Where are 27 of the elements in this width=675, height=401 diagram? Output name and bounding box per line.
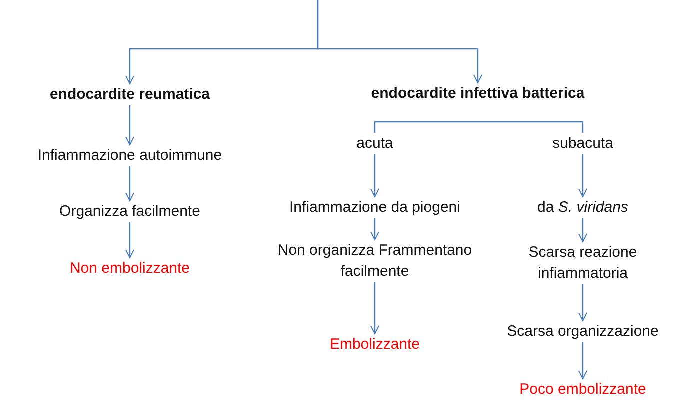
arrow <box>370 218 380 240</box>
step-text: Non organizza Frammentano facilmente <box>276 241 474 282</box>
connector-line <box>478 121 584 133</box>
arrow <box>317 0 482 84</box>
outcome-text: Poco embolizzante <box>520 380 646 400</box>
step-text: Infiammazione da piogeni <box>290 198 460 218</box>
arrow <box>126 166 134 202</box>
arrow <box>370 154 380 198</box>
category-heading: endocardite reumatica <box>50 85 210 105</box>
outcome-text: Non embolizzante <box>70 259 190 279</box>
connector-line <box>374 121 478 133</box>
arrow <box>578 154 588 198</box>
arrow <box>126 222 134 258</box>
arrow <box>578 218 588 242</box>
step-text: Scarsa organizzazione <box>507 322 659 342</box>
step-text: da S. viridans <box>538 198 628 218</box>
step-text: acuta <box>356 134 394 154</box>
step-text: Infiammazione autoimmune <box>38 146 222 166</box>
arrow <box>578 342 588 380</box>
category-heading: endocardite infettiva batterica <box>371 84 585 104</box>
step-text: Scarsa reazione infiammatoria <box>528 243 638 284</box>
step-text: subacuta <box>552 134 614 154</box>
step-text: Organizza facilmente <box>60 202 200 222</box>
arrow <box>370 282 380 334</box>
arrow <box>126 105 134 146</box>
outcome-text: Embolizzante <box>330 335 420 355</box>
arrow <box>578 284 588 322</box>
